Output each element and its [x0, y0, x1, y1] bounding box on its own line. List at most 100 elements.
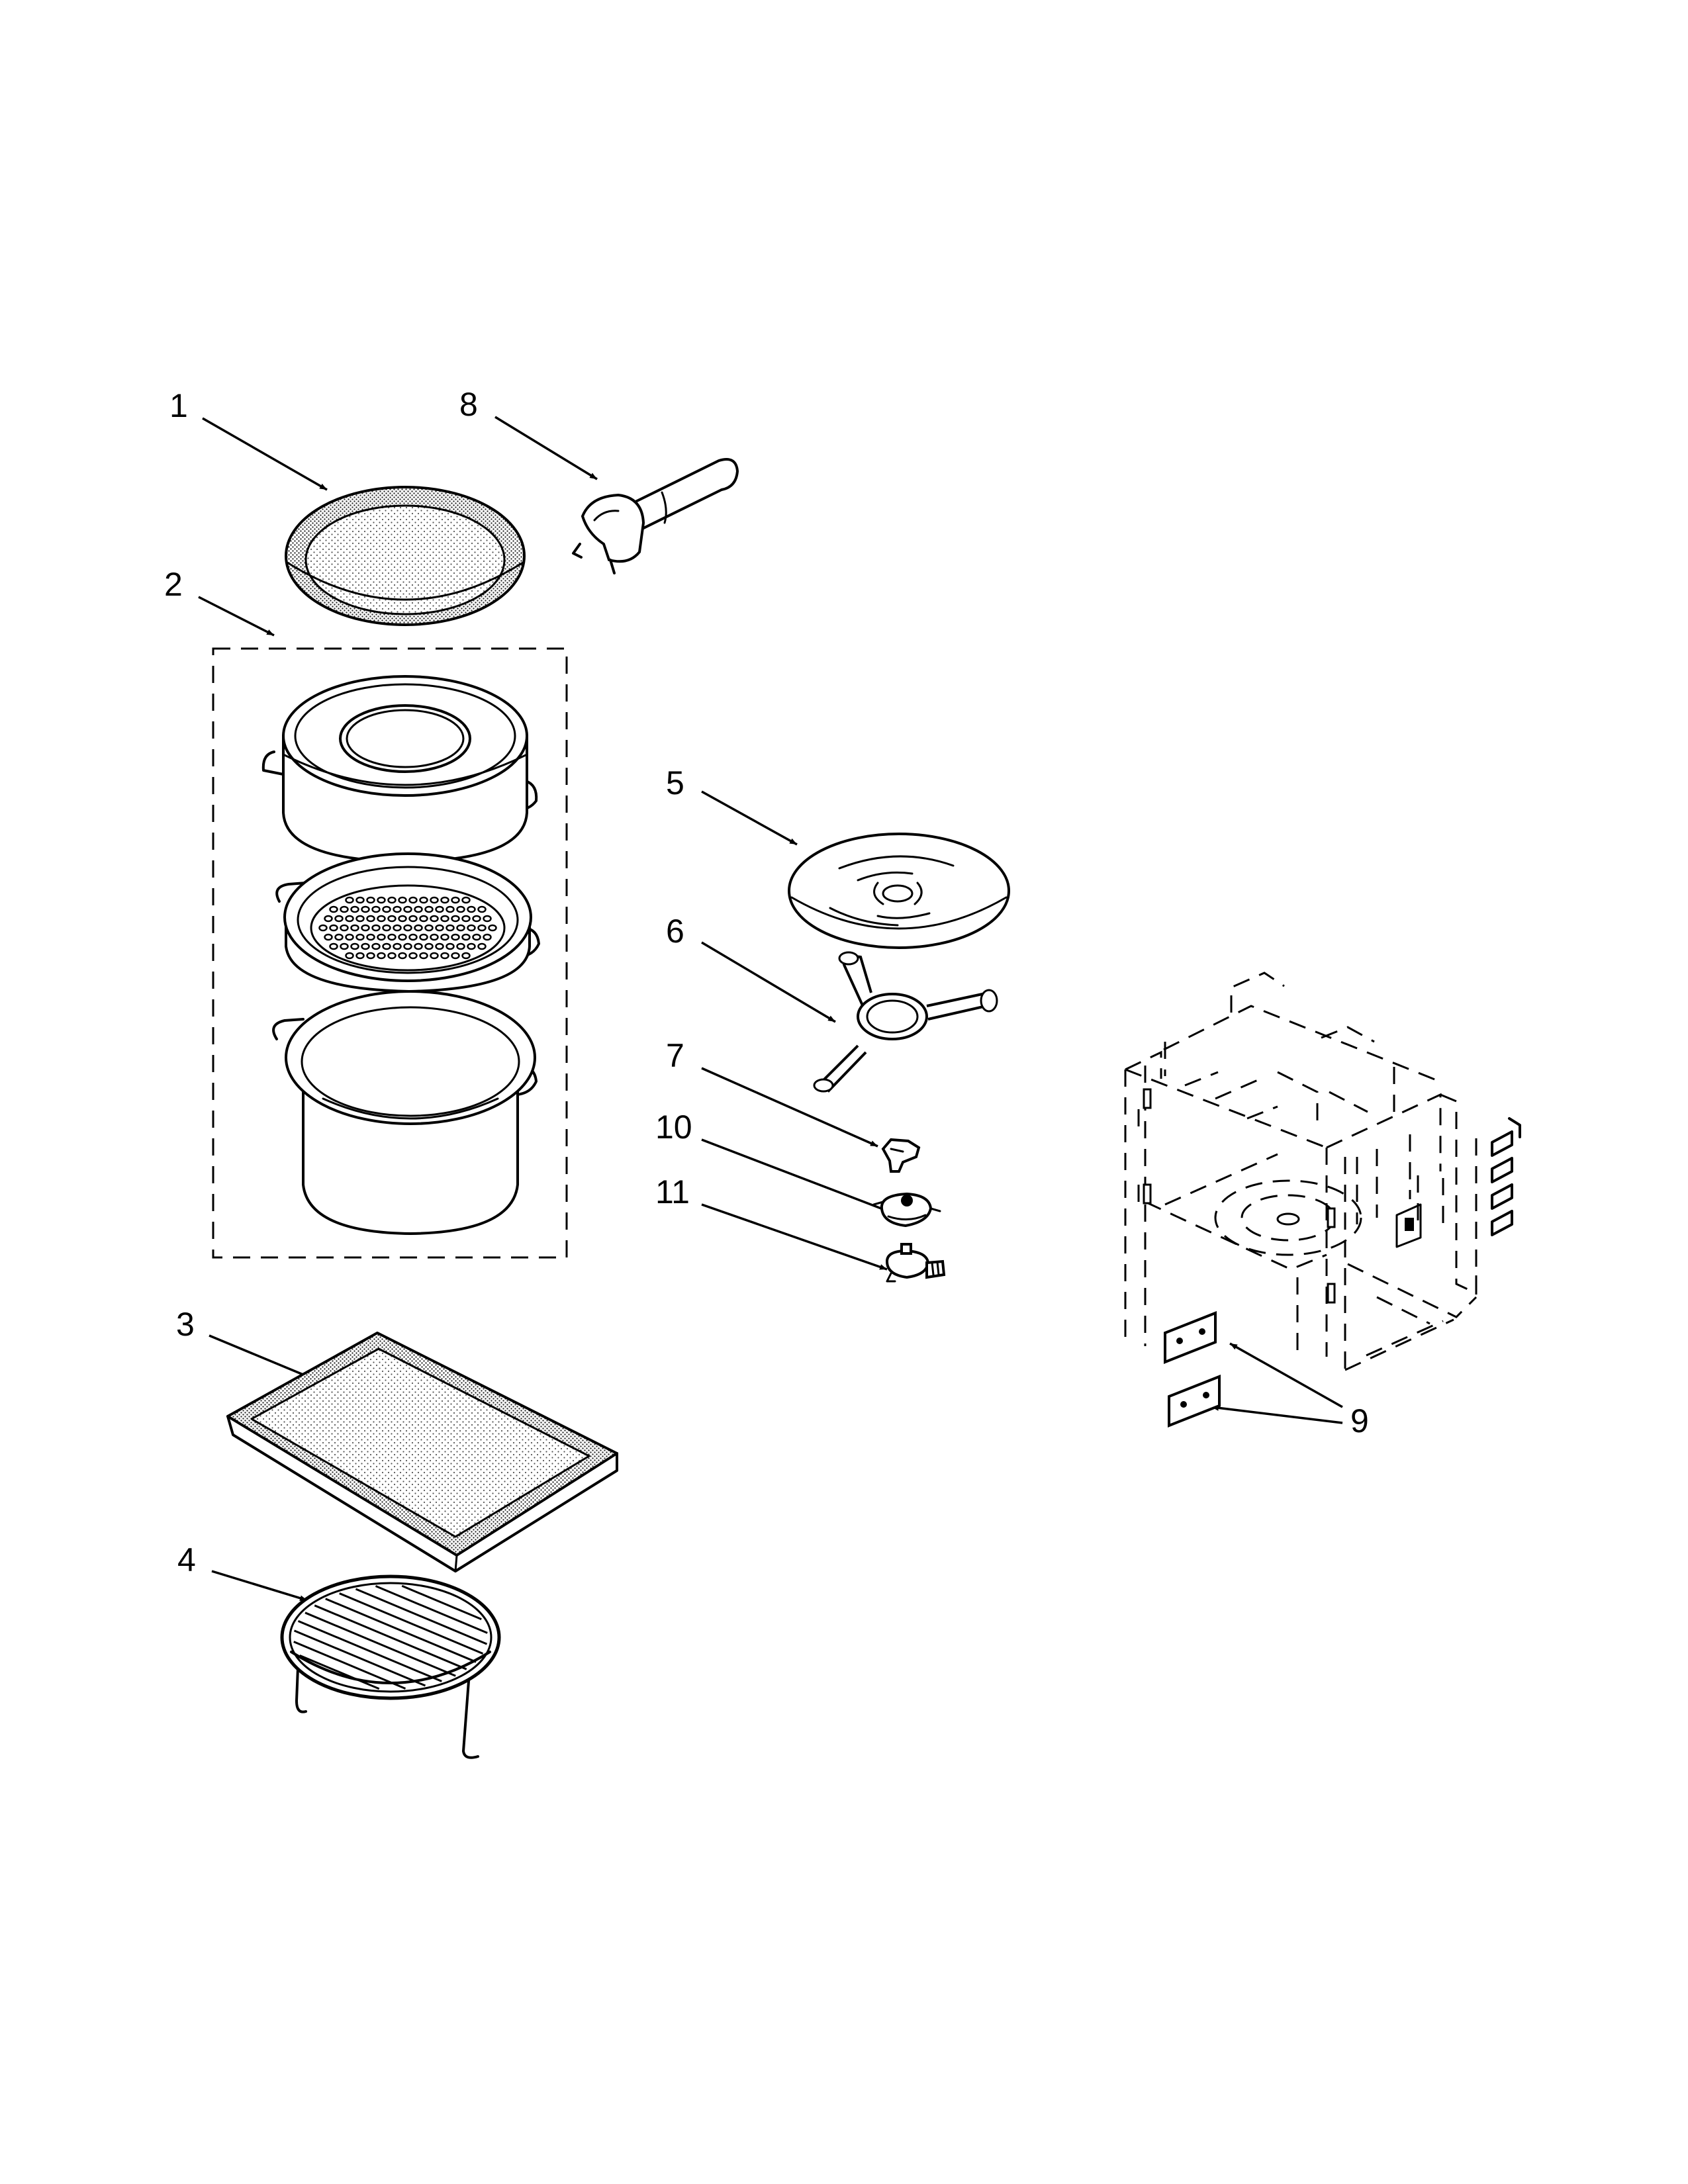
basket-hole [435, 905, 444, 913]
basket-hole [419, 896, 428, 904]
basket-hole [387, 933, 397, 941]
basket-hole [345, 933, 354, 941]
basket-hole [445, 905, 455, 913]
leader-arrow-3 [209, 1334, 312, 1379]
callout-label-9: 9 [1350, 1402, 1369, 1439]
callout-label-4: 4 [177, 1541, 196, 1578]
basket-hole [477, 905, 487, 913]
rack-bar [297, 1620, 442, 1682]
basket-hole [345, 915, 354, 923]
leader-arrow-4 [211, 1570, 308, 1602]
basket-hole [456, 942, 465, 950]
basket-hole [377, 915, 386, 923]
basket-hole [419, 933, 428, 941]
basket-hole [451, 915, 460, 923]
basket-hole [472, 933, 481, 941]
rack-bar [325, 1598, 477, 1663]
basket-hole [451, 933, 460, 941]
basket-hole [324, 915, 333, 923]
basket-hole [483, 915, 492, 923]
callout-label-6: 6 [666, 913, 684, 950]
part-1-crisper-pan [285, 486, 526, 626]
basket-hole [371, 905, 381, 913]
basket-hole [419, 915, 428, 923]
basket-hole [393, 924, 402, 932]
basket-hole [350, 942, 359, 950]
basket-hole [371, 924, 381, 932]
basket-hole [440, 896, 449, 904]
part-5-turntable [788, 833, 1010, 949]
leader-arrow-1 [202, 417, 328, 491]
basket-hole [430, 896, 439, 904]
basket-hole [355, 952, 365, 960]
leader-arrow-7 [701, 1067, 878, 1148]
basket-hole [424, 942, 434, 950]
basket-hole [329, 905, 338, 913]
basket-hole [488, 924, 497, 932]
rack-bar [355, 1588, 488, 1645]
basket-hole [398, 933, 407, 941]
basket-hole [414, 924, 423, 932]
basket-hole [350, 924, 359, 932]
basket-hole [483, 933, 492, 941]
basket-hole [334, 933, 344, 941]
basket-hole [340, 924, 349, 932]
leader-arrow-10 [701, 1138, 896, 1215]
basket-hole [350, 905, 359, 913]
basket-hole [461, 915, 471, 923]
part-6-roller-guide [813, 951, 998, 1093]
callout-label-1: 1 [169, 387, 188, 424]
basket-hole [366, 915, 375, 923]
callout-label-10: 10 [655, 1109, 692, 1146]
basket-hole [408, 933, 418, 941]
basket-hole [393, 942, 402, 950]
basket-hole [477, 924, 487, 932]
callout-label-3: 3 [176, 1306, 195, 1343]
basket-hole [461, 896, 471, 904]
basket-hole [371, 942, 381, 950]
callout-label-5: 5 [666, 764, 684, 801]
basket-hole [445, 942, 455, 950]
basket-hole [456, 905, 465, 913]
leader-arrow-8 [494, 416, 598, 480]
callout-label-11: 11 [655, 1173, 690, 1210]
basket-hole [435, 942, 444, 950]
basket-hole [398, 915, 407, 923]
basket-hole [355, 915, 365, 923]
steamer-lid [261, 675, 538, 864]
basket-hole [377, 952, 386, 960]
leader-arrow-11 [701, 1203, 888, 1271]
basket-hole [440, 933, 449, 941]
basket-hole [472, 915, 481, 923]
basket-hole [456, 924, 465, 932]
basket-hole [403, 924, 412, 932]
basket-hole [477, 942, 487, 950]
basket-hole [340, 942, 349, 950]
part-4-rack [280, 1574, 501, 1759]
leader-arrow-9a [1229, 1342, 1343, 1408]
basket-hole [387, 896, 397, 904]
leader-arrows [198, 416, 1343, 1602]
basket-hole [403, 942, 412, 950]
basket-hole [387, 915, 397, 923]
basket-hole [361, 924, 370, 932]
basket-hole [382, 905, 391, 913]
basket-hole [329, 942, 338, 950]
basket-hole [467, 905, 476, 913]
callout-label-8: 8 [459, 386, 478, 423]
oven-cavity-assembly [1124, 972, 1521, 1371]
basket-hole [440, 952, 449, 960]
part-8-handle [572, 458, 739, 574]
steamer-group-box [212, 647, 568, 1259]
basket-hole [382, 924, 391, 932]
basket-hole [461, 952, 471, 960]
basket-hole [366, 896, 375, 904]
basket-hole [345, 896, 354, 904]
basket-hole [355, 933, 365, 941]
basket-hole [408, 915, 418, 923]
basket-hole [366, 933, 375, 941]
rack-bar [339, 1592, 484, 1655]
basket-hole [361, 905, 370, 913]
leader-arrow-6 [701, 941, 836, 1023]
rack-bar [293, 1629, 426, 1687]
